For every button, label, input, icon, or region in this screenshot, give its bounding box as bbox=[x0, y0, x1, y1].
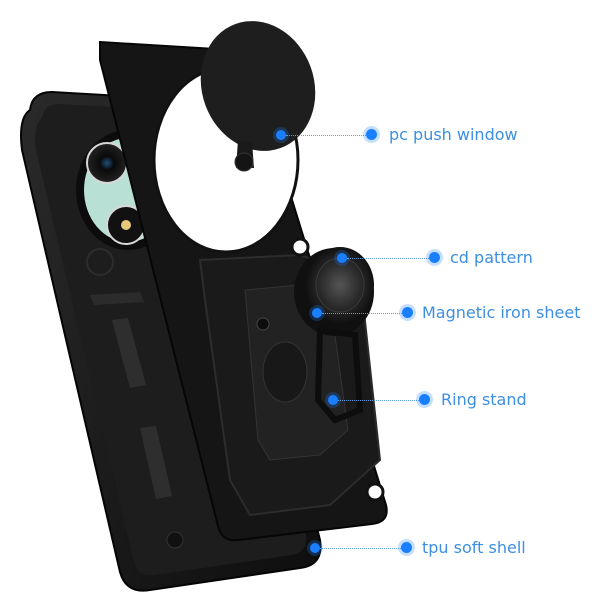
callout-end-dot bbox=[429, 252, 440, 263]
callout-end-dot bbox=[402, 307, 413, 318]
callout-label: Ring stand bbox=[441, 390, 527, 409]
callout-leader-line bbox=[320, 548, 403, 549]
callout-label: pc push window bbox=[389, 125, 518, 144]
callout-leader-line bbox=[322, 313, 404, 314]
callout-end-dot bbox=[419, 394, 430, 405]
callout-label: cd pattern bbox=[450, 248, 533, 267]
callout-leader-line bbox=[347, 258, 431, 259]
callout-anchor-dot bbox=[328, 395, 338, 405]
callout-anchor-dot bbox=[276, 130, 286, 140]
callout-end-dot bbox=[401, 542, 412, 553]
callout-anchor-dot bbox=[312, 308, 322, 318]
callout-anchor-dot bbox=[337, 253, 347, 263]
callout-anchor-dot bbox=[310, 543, 320, 553]
callout-label: tpu soft shell bbox=[422, 538, 526, 557]
callout-label: Magnetic iron sheet bbox=[422, 303, 581, 322]
callout-end-dot bbox=[366, 129, 377, 140]
callout-leader-line bbox=[286, 135, 368, 136]
callout-leader-line bbox=[338, 400, 421, 401]
